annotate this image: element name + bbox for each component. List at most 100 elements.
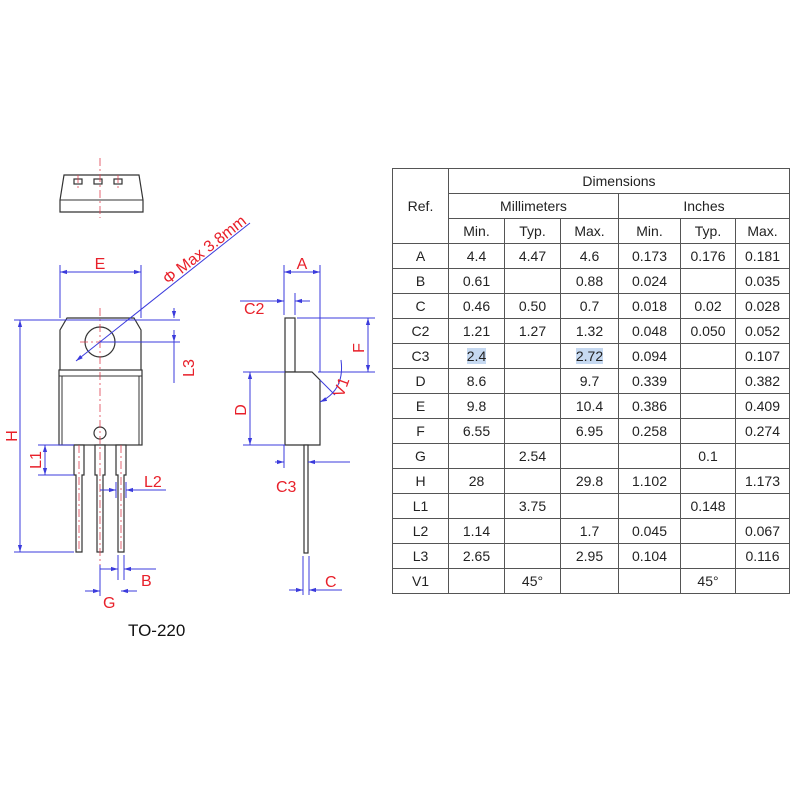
cell-value: 1.173 — [744, 473, 781, 489]
sub-header: Min. — [448, 218, 505, 244]
cell-value: 0.104 — [631, 548, 668, 564]
value-cell — [560, 443, 619, 469]
value-cell: 2.4 — [448, 343, 505, 369]
value-cell: 0.048 — [618, 318, 681, 344]
label-C: C — [325, 574, 337, 591]
cell-value: 0.46 — [462, 298, 491, 314]
label-D: D — [233, 404, 250, 416]
cell-value: 3.75 — [518, 498, 547, 514]
value-cell — [504, 268, 561, 294]
cell-value: 6.55 — [462, 423, 491, 439]
cell-value: 0.339 — [631, 373, 668, 389]
cell-value: 0.258 — [631, 423, 668, 439]
cell-value: 0.024 — [631, 273, 668, 289]
value-cell: 1.27 — [504, 318, 561, 344]
value-cell — [680, 393, 736, 419]
cell-value: 2.95 — [575, 548, 604, 564]
cell-value: 0.02 — [694, 298, 722, 314]
value-cell: 4.4 — [448, 243, 505, 269]
dimensions-header: Dimensions — [448, 168, 790, 194]
cell-value: 4.6 — [579, 248, 600, 264]
millimeters-header: Millimeters — [448, 193, 619, 219]
cell-value: 0.1 — [698, 448, 718, 464]
cell-value: 0.7 — [579, 298, 600, 314]
value-cell: 0.028 — [735, 293, 790, 319]
label-L2: L2 — [144, 474, 162, 491]
value-cell: 2.54 — [504, 443, 561, 469]
cell-value: 2.4 — [466, 348, 487, 364]
ref-cell: E — [392, 393, 449, 419]
cell-value: 2.54 — [518, 448, 547, 464]
cell-value: 29.8 — [575, 473, 604, 489]
cell-value: 28 — [468, 473, 485, 489]
value-cell — [504, 543, 561, 569]
cell-value: 0.050 — [690, 323, 726, 339]
value-cell: 0.88 — [560, 268, 619, 294]
ref-cell: C — [392, 293, 449, 319]
label-A: A — [297, 256, 308, 273]
cell-value: 0.88 — [575, 273, 604, 289]
ref-cell: H — [392, 468, 449, 494]
ref-cell: L3 — [392, 543, 449, 569]
cell-value: 0.386 — [631, 398, 668, 414]
value-cell — [680, 518, 736, 544]
label-L3: L3 — [181, 359, 198, 377]
value-cell — [560, 493, 619, 519]
cell-value: 0.094 — [631, 348, 668, 364]
label-H: H — [4, 430, 21, 442]
cell-value: 0.61 — [462, 273, 491, 289]
cell-value: 1.27 — [518, 323, 547, 339]
cell-value: 4.47 — [518, 248, 547, 264]
ref-cell: V1 — [392, 568, 449, 594]
cell-value: 0.50 — [518, 298, 547, 314]
cell-value: 6.95 — [575, 423, 604, 439]
cell-value: 0.052 — [744, 323, 781, 339]
label-F: F — [351, 343, 368, 353]
cell-value: 9.8 — [466, 398, 487, 414]
side-view — [284, 317, 321, 554]
value-cell: 0.50 — [504, 293, 561, 319]
sub-header: Max. — [735, 218, 790, 244]
cell-value: 1.7 — [579, 523, 600, 539]
front-dimensions — [14, 222, 251, 596]
value-cell: 0.148 — [680, 493, 736, 519]
value-cell: 1.173 — [735, 468, 790, 494]
table-row: H 28 29.8 1.102 1.173 — [392, 468, 790, 494]
value-cell: 0.274 — [735, 418, 790, 444]
top-view — [59, 158, 144, 218]
value-cell: 0.050 — [680, 318, 736, 344]
front-view — [58, 308, 143, 565]
value-cell: 45° — [504, 568, 561, 594]
value-cell: 0.173 — [618, 243, 681, 269]
value-cell: 28 — [448, 468, 505, 494]
cell-value: 0.067 — [744, 523, 781, 539]
cell-value: 2.65 — [462, 548, 491, 564]
sub-header: Typ. — [504, 218, 561, 244]
label-G: G — [103, 595, 115, 612]
value-cell: 0.104 — [618, 543, 681, 569]
cell-value: 0.116 — [745, 548, 780, 564]
label-C3: C3 — [276, 479, 297, 496]
value-cell: 2.65 — [448, 543, 505, 569]
value-cell — [618, 568, 681, 594]
value-cell — [680, 543, 736, 569]
cell-value: 2.72 — [575, 348, 604, 364]
value-cell — [448, 568, 505, 594]
value-cell: 1.21 — [448, 318, 505, 344]
inches-header: Inches — [618, 193, 790, 219]
ref-header: Ref. — [392, 168, 449, 244]
ref-cell: C2 — [392, 318, 449, 344]
value-cell: 0.7 — [560, 293, 619, 319]
cell-value: 1.102 — [631, 473, 668, 489]
cell-value: 4.4 — [466, 248, 487, 264]
label-V1: V1 — [331, 375, 354, 399]
value-cell: 29.8 — [560, 468, 619, 494]
value-cell: 1.7 — [560, 518, 619, 544]
value-cell — [560, 568, 619, 594]
value-cell: 0.176 — [680, 243, 736, 269]
